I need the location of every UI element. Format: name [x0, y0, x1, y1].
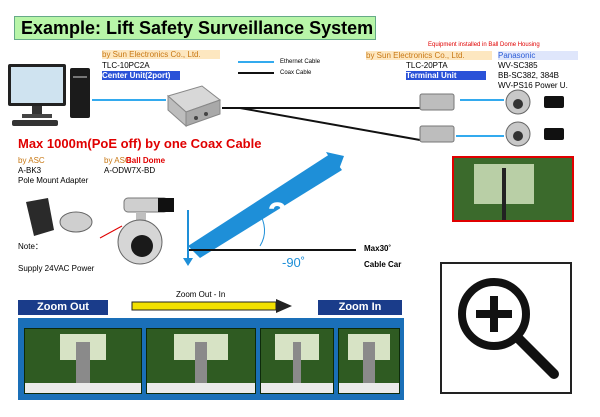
pole-mount-adapter-image — [26, 198, 93, 236]
max-distance-text: Max 1000m(PoE off) by one Coax Cable — [18, 136, 262, 151]
dome-maker: by ASC — [104, 156, 131, 165]
zoom-frame-3 — [260, 328, 334, 394]
desktop-computer-image — [8, 64, 90, 126]
dome-camera-units — [505, 89, 564, 147]
terminal-unit-name: Terminal Unit — [406, 71, 486, 80]
center-unit-device — [166, 85, 222, 128]
terminal-unit-model: TLC-20PTA — [406, 61, 448, 70]
magnifier-plus-icon — [458, 278, 559, 379]
zoom-direction-label: Zoom Out - In — [176, 290, 226, 299]
tilt-angle-diagram — [183, 152, 356, 266]
panasonic-model-1: WV-SC385 — [498, 61, 538, 70]
note-text: Supply 24VAC Power — [18, 264, 95, 273]
zoom-frame-2 — [146, 328, 256, 394]
mount-maker: by ASC — [18, 156, 45, 165]
legend-ethernet: Ethernet Cable — [280, 59, 321, 65]
cable-car-label: Cable Car — [364, 260, 402, 269]
zoom-direction-arrow — [131, 299, 292, 313]
zoom-in-tag: Zoom In — [318, 300, 402, 315]
tilt-down-angle: -90˚ — [282, 255, 306, 270]
dome-name: Ball Dome — [126, 156, 166, 165]
zoom-frame-1 — [24, 328, 142, 394]
cable-legend-lines — [238, 61, 274, 74]
housing-note: Equipment installed in Ball Dome Housing — [428, 42, 540, 48]
zoom-frame-4 — [338, 328, 400, 394]
tilt-up-angle: 30˚ — [268, 196, 318, 234]
max-angle-label: Max30˚ — [364, 244, 392, 253]
center-unit-model: TLC-10PC2A — [102, 61, 150, 70]
center-unit-maker: by Sun Electronics Co., Ltd. — [102, 50, 220, 59]
zoom-out-tag: Zoom Out — [18, 300, 108, 315]
center-unit-name: Center Unit(2port) — [102, 71, 180, 80]
mount-model: A-BK3 — [18, 166, 42, 175]
panasonic-model-3: WV-PS16 Power U. — [498, 81, 568, 90]
mount-desc: Pole Mount Adapter — [18, 176, 89, 185]
legend-coax: Coax Cable — [280, 70, 312, 76]
page-title: Example: Lift Safety Surveillance System — [14, 16, 376, 40]
dome-model: A-ODW7X-BD — [104, 166, 156, 175]
ball-dome-camera-image — [99, 197, 174, 265]
terminal-unit-devices — [419, 93, 455, 143]
terminal-unit-maker: by Sun Electronics Co., Ltd. — [366, 51, 492, 60]
panasonic-model-2: BB-SC382, 384B — [498, 71, 559, 80]
note-label: Note： — [18, 242, 43, 251]
cable-car-photo — [452, 156, 574, 222]
zoom-frames-strip — [18, 318, 404, 400]
zoom-in-button[interactable] — [440, 262, 572, 394]
panasonic-brand: Panasonic — [498, 51, 578, 60]
